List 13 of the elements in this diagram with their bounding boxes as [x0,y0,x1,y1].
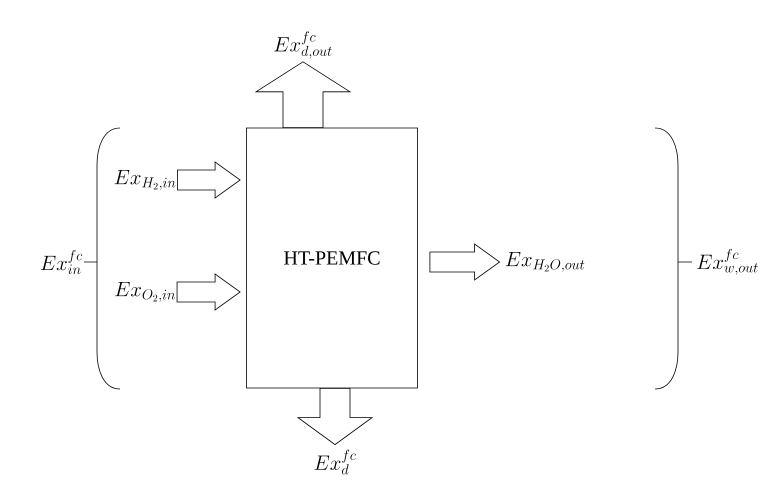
block-arrow [176,273,241,311]
fuel-cell-box: HT-PEMFC [246,128,418,388]
exergy-term: $Ex_{O_2,in}$ [115,282,175,302]
exergy-term: $Ex_{w,out}^{fc}$ [697,248,758,275]
exergy-term: $Ex_{d}^{fc}$ [314,450,356,474]
block-arrow [430,243,500,281]
block-arrow [254,61,352,128]
exergy-term: $Ex_{d,out}^{fc}$ [274,31,332,59]
exergy-term: $Ex_{in}^{fc}$ [40,250,82,274]
exergy-term: $Ex_{H_2,in}$ [114,170,176,190]
block-arrow [177,161,241,199]
exergy-term: $Ex_{H_2O,out}$ [506,252,584,272]
block-arrow [296,388,374,446]
